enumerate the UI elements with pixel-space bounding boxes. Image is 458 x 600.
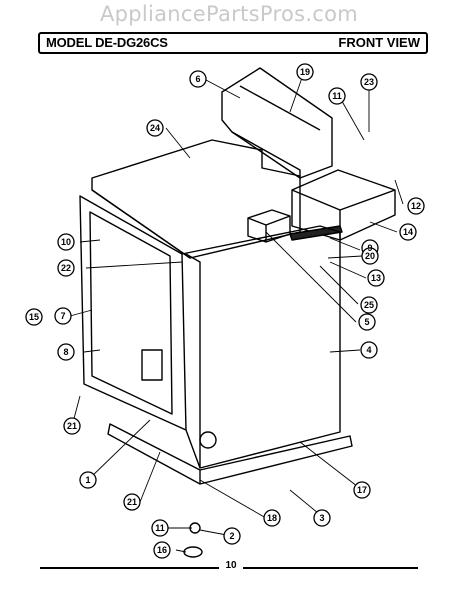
- callout-11b: [151, 519, 169, 537]
- callout-20: [361, 247, 379, 265]
- callout-6: [189, 70, 207, 88]
- callout-24: [146, 119, 164, 137]
- callout-5: [358, 313, 376, 331]
- callout-number: 19: [300, 67, 310, 77]
- callout-14: [399, 223, 417, 241]
- callout-number: 14: [403, 227, 413, 237]
- callout-number: 4: [366, 345, 371, 355]
- leveling-foot: [183, 546, 203, 558]
- callout-1: [79, 471, 97, 489]
- lint-filter-strip: [289, 225, 343, 241]
- part-callouts: [25, 63, 425, 559]
- bracket: [247, 209, 291, 243]
- callout-11: [328, 87, 346, 105]
- cabinet: [181, 225, 341, 469]
- callout-21b: [123, 493, 141, 511]
- callout-number: 22: [61, 263, 71, 273]
- view-label: FRONT VIEW: [338, 35, 420, 50]
- callout-7: [54, 307, 72, 325]
- model-label: MODEL DE-DG26CS: [46, 35, 168, 50]
- console: [291, 169, 396, 241]
- callout-21a: [63, 417, 81, 435]
- callout-18: [263, 509, 281, 527]
- callout-number: 13: [371, 273, 381, 283]
- callout-number: 23: [364, 77, 374, 87]
- callout-number: 24: [150, 123, 160, 133]
- callout-number: 25: [364, 300, 374, 310]
- callout-number: 2: [229, 531, 234, 541]
- diagram-header: MODEL DE-DG26CS FRONT VIEW: [38, 32, 428, 54]
- callout-number: 18: [267, 513, 277, 523]
- callout-4: [360, 341, 378, 359]
- vent: [199, 431, 217, 449]
- callout-number: 8: [63, 347, 68, 357]
- callout-number: 10: [61, 237, 71, 247]
- callout-3: [313, 509, 331, 527]
- callout-number: 9: [367, 243, 372, 253]
- callout-number: 12: [411, 201, 421, 211]
- callout-number: 21: [67, 421, 77, 431]
- callout-number: 1: [85, 475, 90, 485]
- callout-19: [296, 63, 314, 81]
- callout-13: [367, 269, 385, 287]
- footer-rule-left: [40, 567, 220, 569]
- hinge: [141, 349, 163, 381]
- callout-2: [223, 527, 241, 545]
- control-panel: [221, 67, 333, 179]
- callout-number: 7: [60, 311, 65, 321]
- callout-16: [153, 541, 171, 559]
- callout-22: [57, 259, 75, 277]
- callout-12: [407, 197, 425, 215]
- callout-17: [353, 481, 371, 499]
- callout-number: 20: [365, 251, 375, 261]
- callout-25: [360, 296, 378, 314]
- callout-number: 6: [195, 74, 200, 84]
- callout-number: 21: [127, 497, 137, 507]
- callout-number: 3: [319, 513, 324, 523]
- page-number: 10: [219, 560, 243, 571]
- callout-number: 11: [332, 91, 342, 101]
- callout-number: 17: [357, 485, 367, 495]
- callout-10: [57, 233, 75, 251]
- callout-number: 11: [155, 523, 165, 533]
- callout-number: 5: [364, 317, 369, 327]
- footer-rule-right: [242, 567, 418, 569]
- callout-8: [57, 343, 75, 361]
- callout-23: [360, 73, 378, 91]
- callout-number: 16: [157, 545, 167, 555]
- callout-15: [25, 308, 43, 326]
- watermark: AppliancePartsPros.com: [99, 2, 359, 26]
- callout-number: 15: [29, 312, 39, 322]
